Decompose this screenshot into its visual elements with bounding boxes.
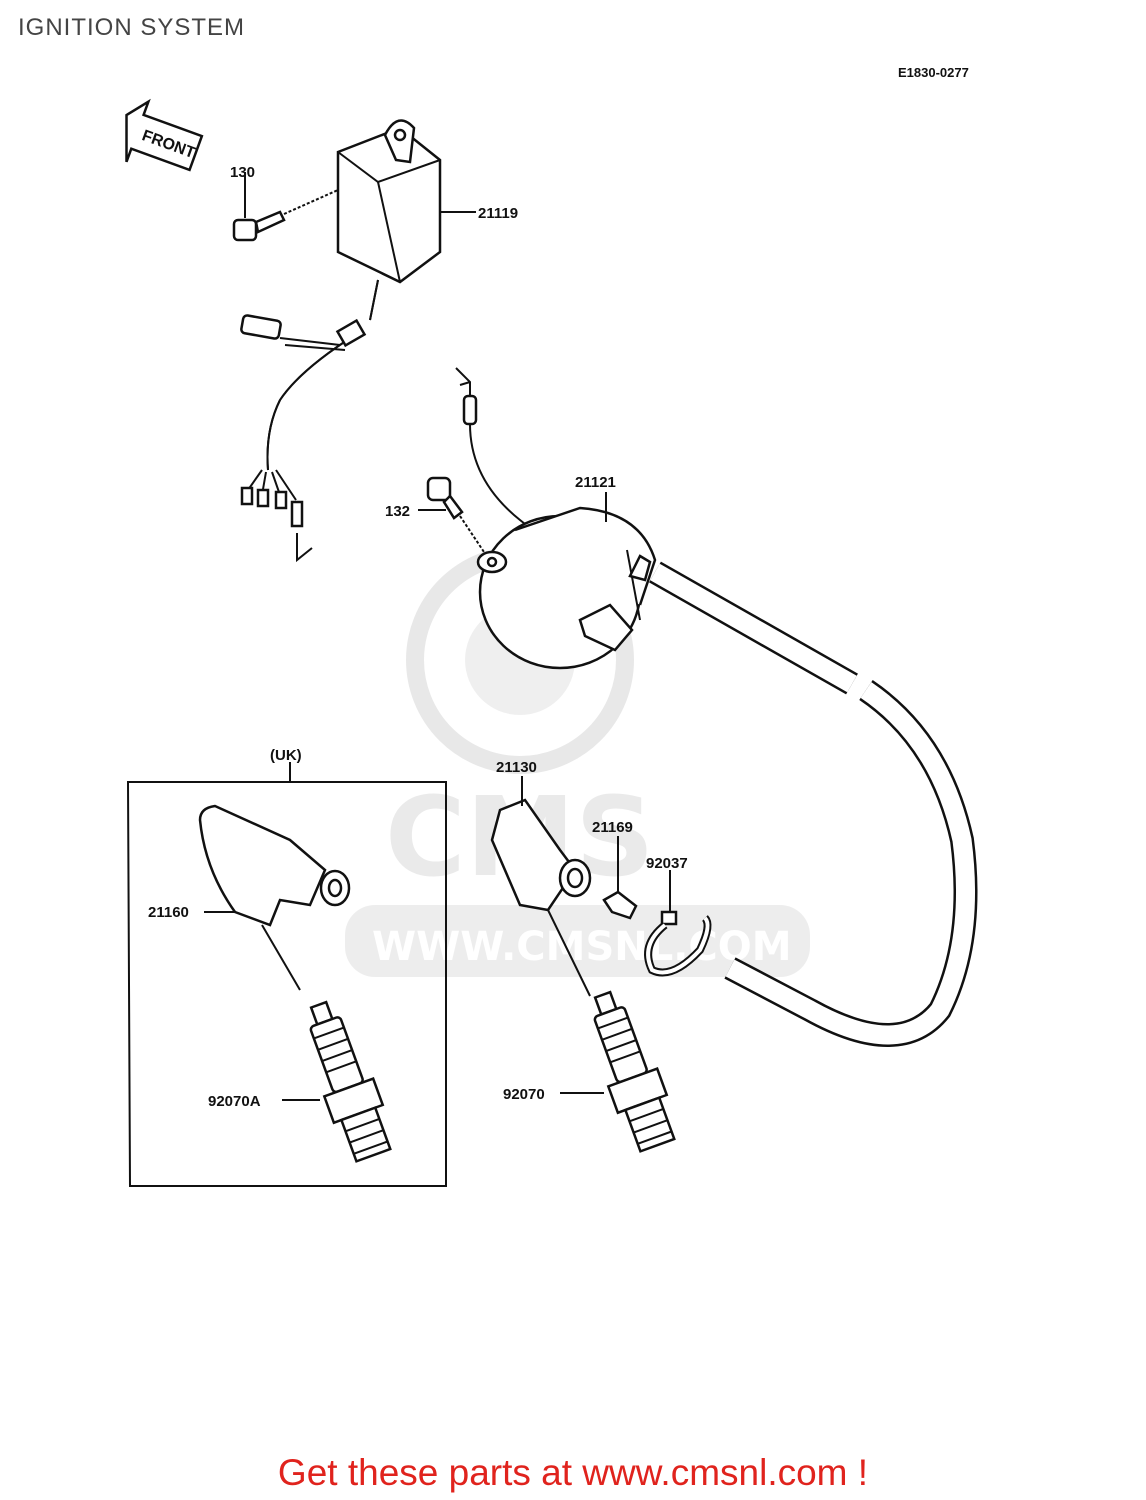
uk-label: (UK) <box>270 747 302 764</box>
page-title: IGNITION SYSTEM <box>18 14 246 41</box>
plug-cap-21130 <box>490 776 592 997</box>
bolt-130 <box>232 172 339 242</box>
band-92037 <box>644 870 712 977</box>
part-label-21160: 21160 <box>148 904 189 921</box>
spark-plug-92070 <box>593 990 676 1153</box>
cdi-harness <box>240 279 379 563</box>
ignition-coil-21121 <box>455 367 657 670</box>
part-label-92037: 92037 <box>646 855 688 872</box>
footer-cta-link[interactable]: Get these parts at www.cmsnl.com ! <box>277 1452 869 1493</box>
ht-lead <box>649 561 978 1047</box>
clamp-21169 <box>602 836 638 920</box>
bolt-132 <box>418 476 485 553</box>
part-label-132: 132 <box>385 503 410 520</box>
part-label-21169: 21169 <box>592 819 633 836</box>
diagram-code: E1830-0277 <box>898 65 969 80</box>
part-label-130: 130 <box>230 164 255 181</box>
front-arrow-icon: FRONT <box>125 98 204 172</box>
part-label-92070A: 92070A <box>208 1093 261 1110</box>
uk-variant-box <box>126 762 447 1187</box>
part-label-21130: 21130 <box>496 759 537 776</box>
part-label-92070: 92070 <box>503 1086 545 1103</box>
ignition-diagram: CMS WWW.CMSNL.COM E1830-0277 FRONT 21119… <box>125 65 978 1187</box>
plug-cap-21160 <box>198 804 351 991</box>
spark-plug-92070A <box>309 1000 392 1163</box>
part-label-21121: 21121 <box>575 474 616 491</box>
cdi-unit-21119 <box>336 119 476 284</box>
watermark-url: WWW.CMSNL.COM <box>372 924 792 970</box>
part-label-21119: 21119 <box>478 205 518 222</box>
